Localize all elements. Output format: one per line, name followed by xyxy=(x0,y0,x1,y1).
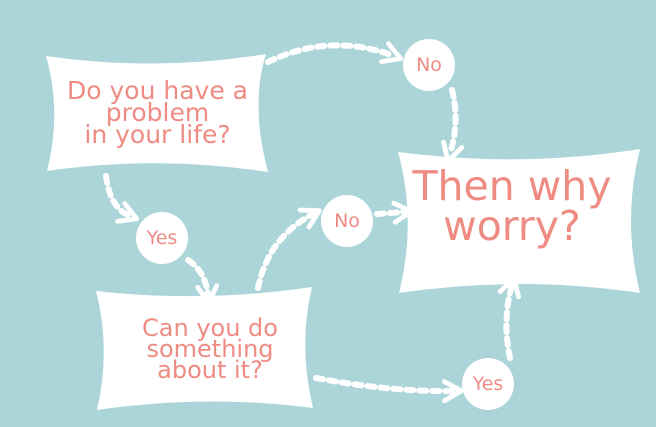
action-question-shape xyxy=(96,287,313,410)
arrow-middle-no-to-conclusion xyxy=(374,200,414,225)
top-no-label: No xyxy=(416,54,442,76)
arrow-action-to-bottom-yes xyxy=(313,375,464,404)
conclusion-line-1: Then why xyxy=(412,162,612,210)
problem-question-line-2: problem xyxy=(105,98,210,127)
arrow-top-no-to-conclusion xyxy=(441,87,465,164)
arrow-problem-to-top-no xyxy=(265,41,404,65)
middle-no-bubble xyxy=(321,195,373,247)
arrow-bottom-yes-to-conclusion xyxy=(497,275,521,361)
action-question-line-1: Can you do xyxy=(142,314,278,342)
bottom-yes-bubble xyxy=(462,358,514,410)
problem-question-line-3: in your life? xyxy=(84,120,231,149)
problem-question-text: Do you have a problem in your life? xyxy=(55,76,260,149)
bottom-yes-label: Yes xyxy=(472,373,504,395)
arrow-problem-to-left-yes xyxy=(103,173,140,224)
action-question-line-2: something xyxy=(146,335,274,363)
conclusion-shape xyxy=(398,149,640,293)
left-yes-label: Yes xyxy=(146,227,178,249)
action-question-line-3: about it? xyxy=(157,356,263,384)
action-question-text: Can you do something about it? xyxy=(110,314,310,384)
top-no-bubble xyxy=(403,39,455,91)
problem-question-line-1: Do you have a xyxy=(67,76,248,105)
middle-no-label: No xyxy=(334,210,360,232)
arrow-action-to-middle-no xyxy=(255,207,322,291)
arrow-left-yes-to-action xyxy=(185,257,220,306)
left-yes-bubble xyxy=(136,212,188,264)
conclusion-line-2: worry? xyxy=(443,202,581,250)
problem-question-shape xyxy=(46,54,268,172)
conclusion-text: Then why worry? xyxy=(392,162,632,250)
